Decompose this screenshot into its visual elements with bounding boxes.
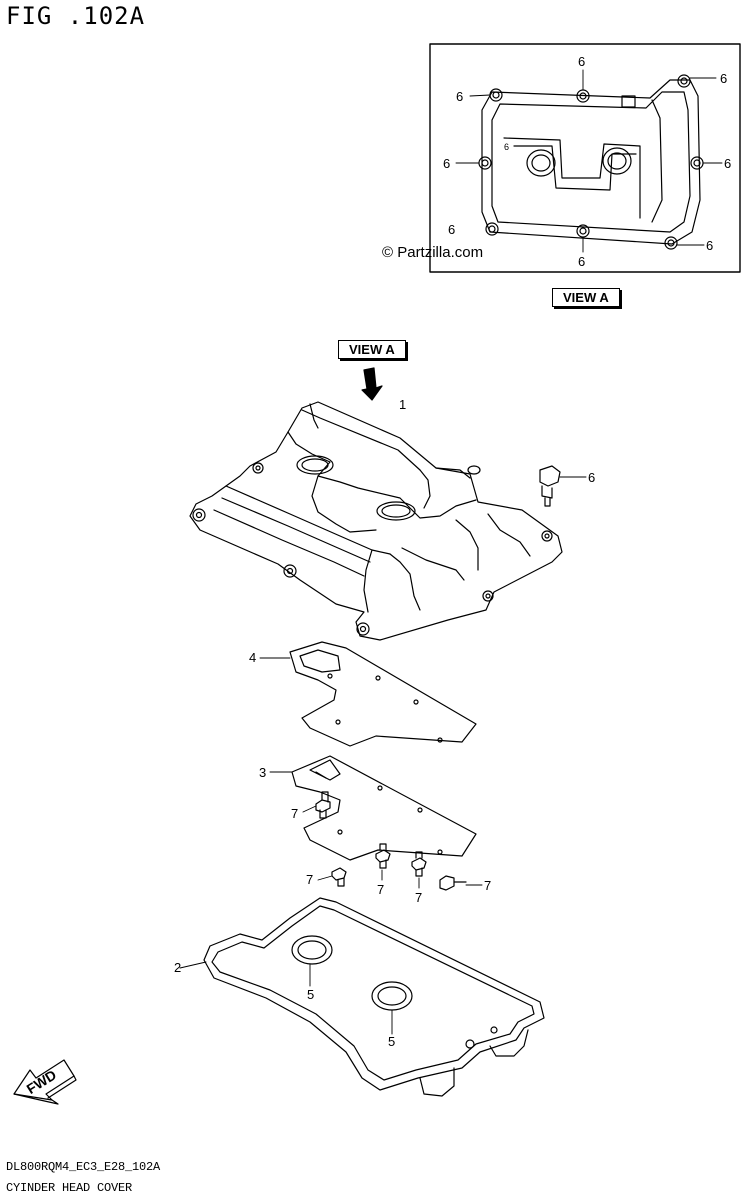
view-a-arrow-label: VIEW A: [338, 340, 406, 359]
callout-part-7d: 7: [415, 890, 422, 905]
plate-gasket-part-3: [269, 755, 477, 861]
view-a-inset-label: VIEW A: [552, 288, 620, 307]
bolt-part-6: [539, 465, 587, 507]
fwd-arrow-icon: [13, 1059, 77, 1105]
callout-part-5a: 5: [307, 987, 314, 1002]
inset-callout-6g: 6: [578, 254, 585, 269]
head-cover-gasket-part-2: [179, 897, 545, 1097]
view-a-direction-arrow: [361, 367, 383, 401]
copyright-watermark: © Partzilla.com: [382, 244, 484, 261]
diagram-code: DL800RQM4_EC3_E28_102A: [6, 1160, 161, 1174]
inset-callout-6d: 6: [443, 156, 450, 171]
diagram-name: CYINDER HEAD COVER: [6, 1181, 133, 1195]
inset-callout-6h: 6: [706, 238, 713, 253]
callout-part-3: 3: [259, 765, 266, 780]
view-a-cover-top: [478, 74, 704, 250]
callout-part-6: 6: [588, 470, 595, 485]
callout-part-7a: 7: [291, 806, 298, 821]
view-a-leader-lines: [455, 69, 723, 253]
inset-callout-6i: 6: [504, 142, 509, 152]
cylinder-head-cover: [189, 401, 563, 641]
inset-callout-6b: 6: [456, 89, 463, 104]
screws-part-7: [302, 791, 483, 891]
view-a-inset-frame: [429, 43, 741, 273]
callout-part-5b: 5: [388, 1034, 395, 1049]
inset-callout-6f: 6: [448, 222, 455, 237]
inset-callout-6c: 6: [720, 71, 727, 86]
inset-callout-6e: 6: [724, 156, 731, 171]
callout-part-2: 2: [174, 960, 181, 975]
callout-part-7c: 7: [377, 882, 384, 897]
callout-part-1: 1: [399, 397, 406, 412]
callout-part-7e: 7: [484, 878, 491, 893]
inset-callout-6a: 6: [578, 54, 585, 69]
breather-plate-part-4: [259, 641, 477, 747]
callout-part-7b: 7: [306, 872, 313, 887]
figure-title: FIG .102A: [6, 2, 146, 30]
callout-part-4: 4: [249, 650, 256, 665]
